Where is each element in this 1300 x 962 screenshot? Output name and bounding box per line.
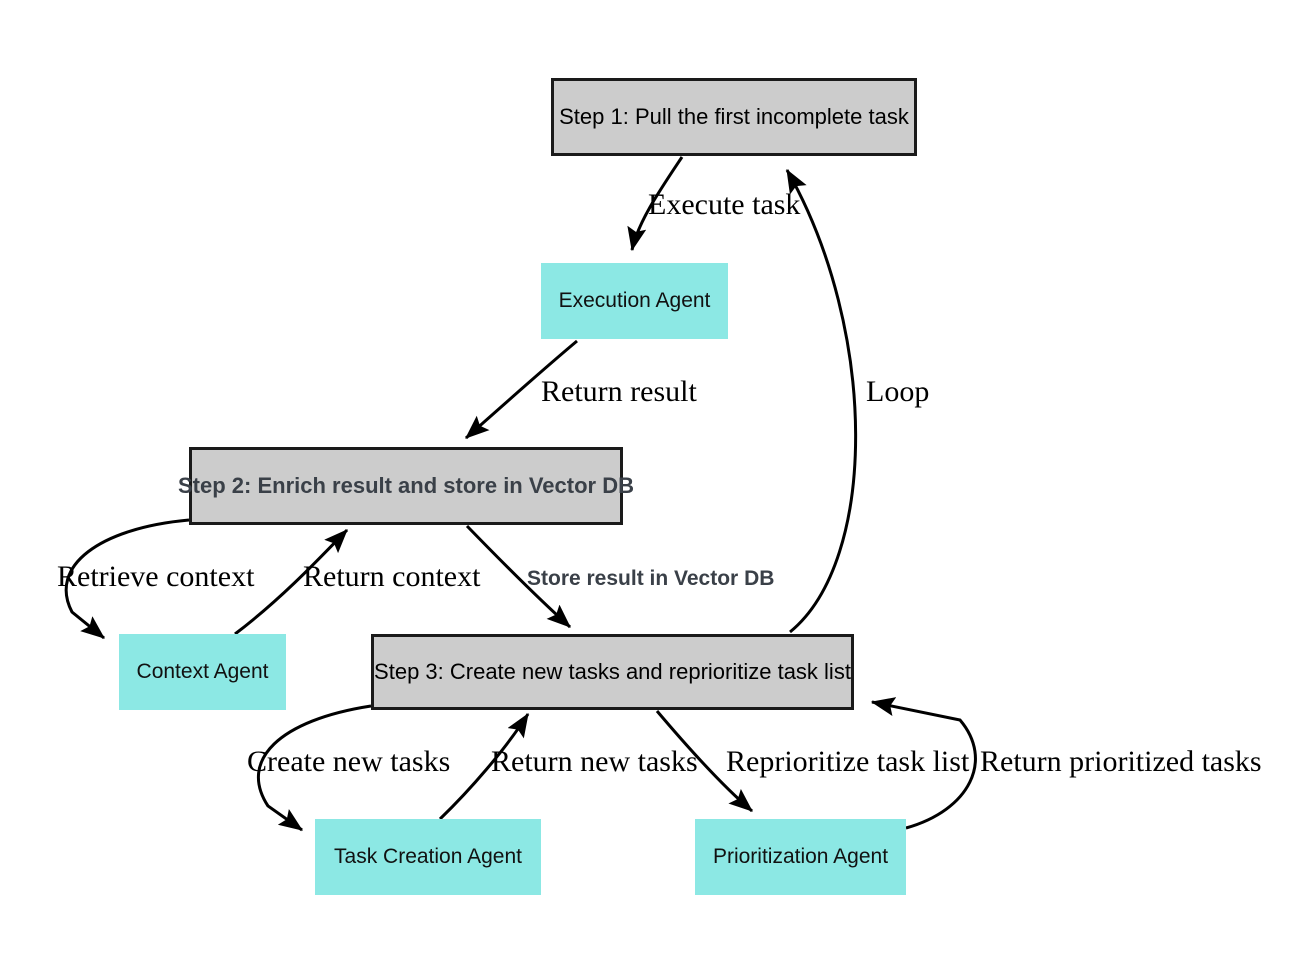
node-execution-agent-label: Execution Agent: [558, 288, 711, 312]
node-step-1[interactable]: Step 1: Pull the first incomplete task: [551, 78, 917, 156]
node-step-1-label: Step 1: Pull the first incomplete task: [559, 104, 909, 130]
edge-return-new-tasks: [438, 712, 530, 821]
edge-execute-task: [627, 156, 684, 252]
edge-retrieve-context: [64, 518, 190, 640]
node-context-agent-label: Context Agent: [136, 659, 269, 683]
edge-loop: [785, 168, 858, 634]
edge-label-loop: Loop: [866, 375, 930, 408]
node-context-agent[interactable]: Context Agent: [119, 634, 286, 710]
edge-return-context: [234, 528, 349, 636]
node-execution-agent[interactable]: Execution Agent: [541, 263, 728, 339]
edge-label-return-result: Return result: [541, 375, 697, 408]
node-step-2[interactable]: Step 2: Enrich result and store in Vecto…: [178, 447, 634, 525]
edge-label-create-new-tasks: Create new tasks: [247, 745, 451, 778]
node-step-3[interactable]: Step 3: Create new tasks and reprioritiz…: [371, 634, 854, 710]
edge-store-result-in-vector-db: [465, 524, 572, 629]
edge-label-retrieve-context: Retrieve context: [57, 560, 255, 593]
edge-return-prioritized-tasks: [870, 697, 977, 830]
node-task-creation-agent-label: Task Creation Agent: [334, 844, 522, 868]
node-prioritization-agent-label: Prioritization Agent: [712, 844, 889, 868]
edge-label-return-context: Return context: [303, 560, 481, 593]
edge-label-return-prioritized-tasks: Return prioritized tasks: [980, 745, 1262, 778]
edge-return-result: [465, 339, 578, 440]
node-task-creation-agent[interactable]: Task Creation Agent: [315, 819, 541, 895]
edge-create-new-tasks: [256, 704, 372, 832]
edge-label-return-new-tasks: Return new tasks: [491, 745, 698, 778]
node-prioritization-agent[interactable]: Prioritization Agent: [695, 819, 906, 895]
node-step-3-label: Step 3: Create new tasks and reprioritiz…: [374, 659, 851, 685]
edge-label-execute-task: Execute task: [648, 188, 801, 221]
node-step-2-label: Step 2: Enrich result and store in Vecto…: [178, 473, 634, 499]
edge-label-store-result-in-vector-db: Store result in Vector DB: [527, 567, 775, 590]
edge-reprioritize-task-list: [655, 710, 753, 813]
edge-label-reprioritize-task-list: Reprioritize task list: [726, 745, 970, 778]
